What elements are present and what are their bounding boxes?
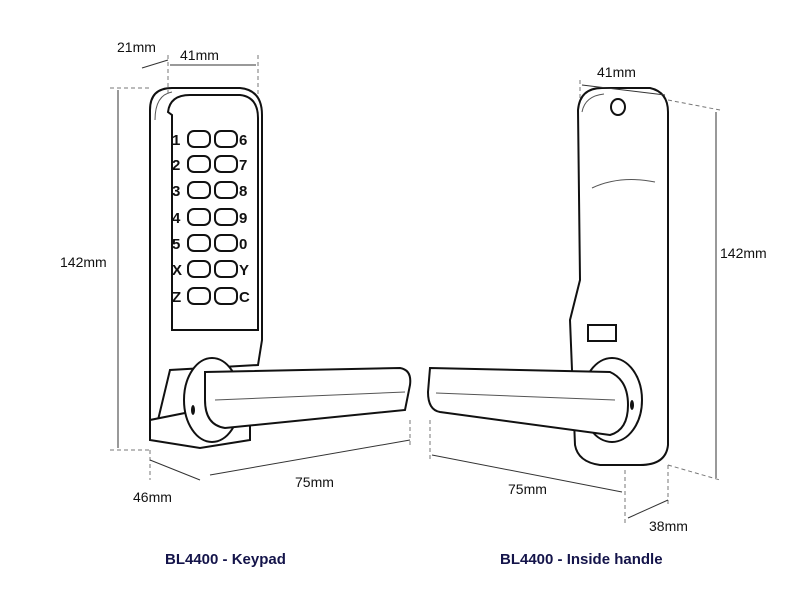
caption-inside-handle: BL4400 - Inside handle [500, 551, 663, 568]
keypad-label: 9 [239, 210, 247, 227]
keypad-button [187, 234, 211, 252]
keypad-label: 0 [239, 236, 247, 253]
dim-right-depth: 38mm [649, 518, 688, 534]
keypad-button [187, 287, 211, 305]
keypad-button [187, 155, 211, 173]
keypad-label: C [239, 289, 250, 306]
dim-right-height: 142mm [720, 245, 767, 261]
keypad-button [214, 155, 238, 173]
keypad-button [214, 260, 238, 278]
keypad-label: X [172, 262, 182, 279]
keypad-label: 8 [239, 183, 247, 200]
keypad-button [187, 208, 211, 226]
keypad-label: 4 [172, 210, 181, 227]
dim-left-height: 142mm [60, 254, 107, 270]
keypad-label: Z [172, 289, 181, 306]
keypad-label: Y [239, 262, 249, 279]
dim-right-width: 41mm [597, 64, 636, 80]
keypad-button [187, 260, 211, 278]
keypad-buttons: 1 6 2 7 3 8 4 9 5 0X Y Z C [172, 130, 250, 306]
keypad-button [187, 181, 211, 199]
keypad-label: 3 [172, 183, 180, 200]
keypad-label: 5 [172, 236, 180, 253]
keypad-button [214, 234, 238, 252]
keypad-button [214, 208, 238, 226]
dim-left-depth-bottom: 46mm [133, 489, 172, 505]
keypad-label: 6 [239, 132, 247, 149]
right-dimension-lines [429, 80, 721, 525]
caption-keypad: BL4400 - Keypad [165, 551, 286, 568]
keypad-label: 1 [172, 132, 180, 149]
keypad-button [214, 287, 238, 305]
keypad-button [187, 130, 211, 148]
keypad-label: 7 [239, 157, 247, 174]
keypad-label: 2 [172, 157, 180, 174]
inside-handle-drawing [426, 87, 669, 466]
keypad-button [214, 181, 238, 199]
dim-right-lever: 75mm [508, 481, 547, 497]
dim-left-width: 41mm [180, 47, 219, 63]
keypad-button [214, 130, 238, 148]
left-dimension-lines [110, 55, 411, 481]
dim-left-lever: 75mm [295, 474, 334, 490]
dim-left-depth-top: 21mm [117, 39, 156, 55]
